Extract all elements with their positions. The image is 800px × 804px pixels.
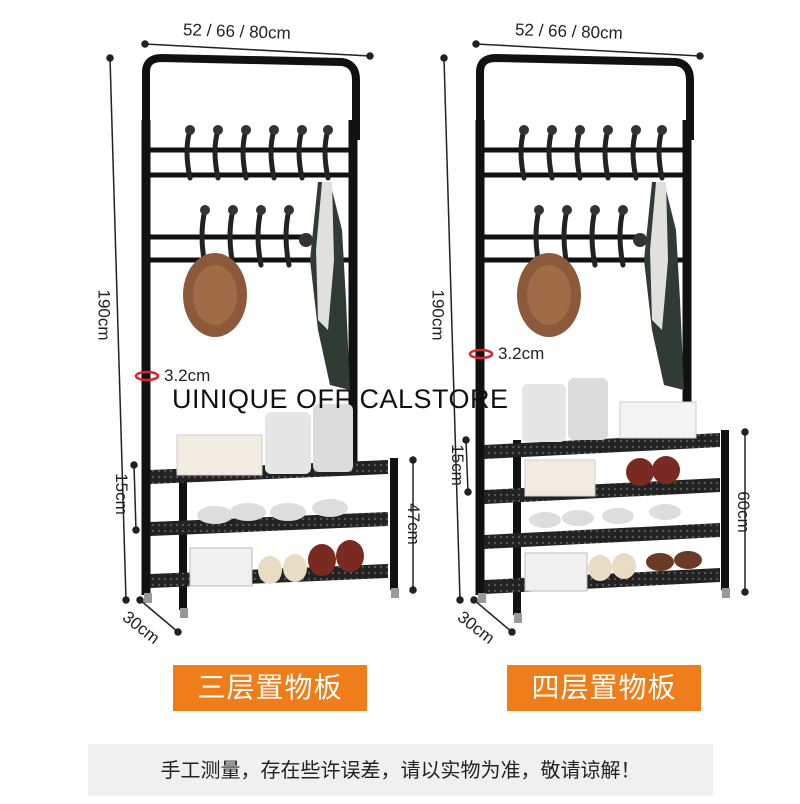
height-label-left: 190cm [94, 289, 114, 341]
three-tier-rack [106, 40, 417, 636]
four-tier-height-label: 60cm [733, 491, 753, 533]
store-watermark: UINIQUE OFFICALSTORE [172, 384, 509, 414]
three-tier-label: 三层置物板 [173, 665, 367, 711]
four-tier-rack [440, 40, 749, 636]
width-label-left: 52 / 66 / 80cm [182, 20, 292, 43]
three-tier-height-label: 47cm [403, 503, 423, 545]
shelf-gap-label-right: 15cm [447, 444, 467, 486]
tube-diameter-label-right: 3.2cm [498, 344, 545, 363]
height-label-right: 190cm [428, 289, 448, 341]
four-tier-label: 四层置物板 [507, 665, 701, 711]
measurement-disclaimer: 手工测量，存在些许误差，请以实物为准，敬请谅解！ [88, 744, 713, 796]
shelf-gap-label-left: 15cm [111, 473, 131, 515]
width-label-right: 52 / 66 / 80cm [514, 20, 624, 43]
tube-diameter-label-left: 3.2cm [164, 366, 211, 385]
